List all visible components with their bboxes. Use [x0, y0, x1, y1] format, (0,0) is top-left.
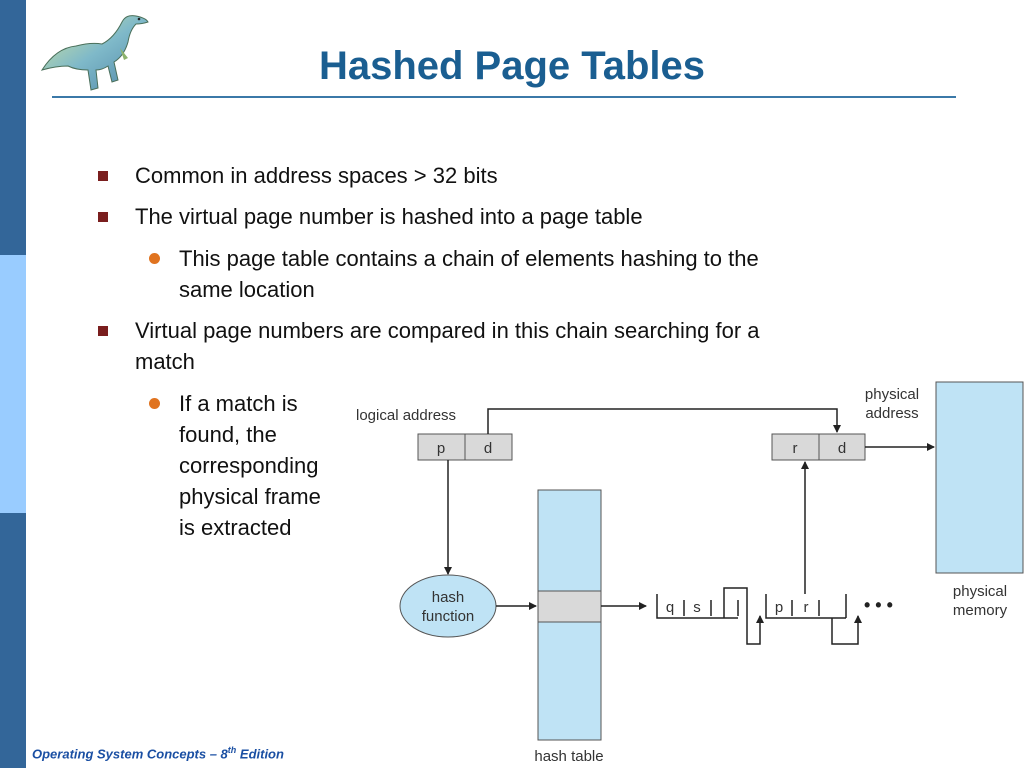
dinosaur-logo-icon — [40, 15, 149, 91]
sub-bullet-3-line-5: is extracted — [179, 515, 292, 540]
chain-element-1 — [656, 594, 739, 619]
physical-memory-label-line-2: memory — [953, 602, 1008, 619]
sub-bullet-2-line-1: This page table contains a chain of elem… — [179, 246, 759, 271]
bullet-3-line-1: Virtual page numbers are compared in thi… — [135, 318, 760, 343]
hash-function-label-line-2: function — [422, 608, 475, 625]
sub-bullet-dot-icon — [149, 398, 160, 409]
offset-arrow — [487, 408, 841, 434]
sub-bullet-dot-icon — [149, 253, 160, 264]
logical-p-label: p — [437, 440, 445, 457]
bullet-2: The virtual page number is hashed into a… — [135, 204, 643, 229]
logical-d-label: d — [484, 440, 492, 457]
chain-1-q-label: q — [666, 599, 674, 616]
hash-table-selected-entry — [537, 590, 602, 623]
physical-d-label: d — [838, 440, 846, 457]
slide-title: Hashed Page Tables — [318, 44, 706, 88]
sub-bullet-3-line-3: corresponding — [179, 453, 319, 478]
bullet-square-icon — [98, 171, 108, 181]
left-sidebar-accent — [0, 255, 26, 513]
physical-d-cell — [818, 433, 866, 461]
chain-1-s-label: s — [693, 599, 701, 616]
physical-r-cell — [771, 433, 820, 461]
hash-function-label-line-1: hash — [432, 589, 465, 606]
chain-ellipsis: • • • — [864, 595, 893, 615]
bullet-square-icon — [98, 326, 108, 336]
sub-bullet-3-line-1: If a match is — [179, 391, 298, 416]
chain-link-1 — [723, 587, 764, 645]
physical-address-label-line-2: address — [865, 405, 918, 422]
hash-function-ellipse — [399, 574, 497, 638]
physical-memory-label-line-1: physical — [953, 583, 1007, 600]
bullet-square-icon — [98, 212, 108, 222]
chain-2-p-label: p — [775, 599, 783, 616]
chain-2-r-label: r — [804, 599, 809, 616]
bullet-3-line-2: match — [135, 349, 195, 374]
physical-memory-block — [935, 381, 1024, 574]
hashed-page-table-diagram: logical address p d physical address r d… — [356, 381, 1024, 765]
logical-d-cell — [464, 433, 513, 461]
logical-address-label: logical address — [356, 407, 456, 424]
chain-element-2 — [765, 594, 847, 619]
logical-p-cell — [417, 433, 466, 461]
physical-r-label: r — [793, 440, 798, 457]
title-divider — [52, 96, 956, 98]
sub-bullet-3-line-4: physical frame — [179, 484, 321, 509]
sub-bullet-2-line-2: same location — [179, 277, 315, 302]
footer-text: Operating System Concepts – 8th Edition — [32, 745, 284, 762]
physical-address-label-line-1: physical — [865, 386, 919, 403]
sub-bullet-3-line-2: found, the — [179, 422, 277, 447]
chain-link-2 — [831, 615, 862, 645]
hash-table-label: hash table — [534, 748, 603, 765]
bullet-1: Common in address spaces > 32 bits — [135, 163, 498, 188]
